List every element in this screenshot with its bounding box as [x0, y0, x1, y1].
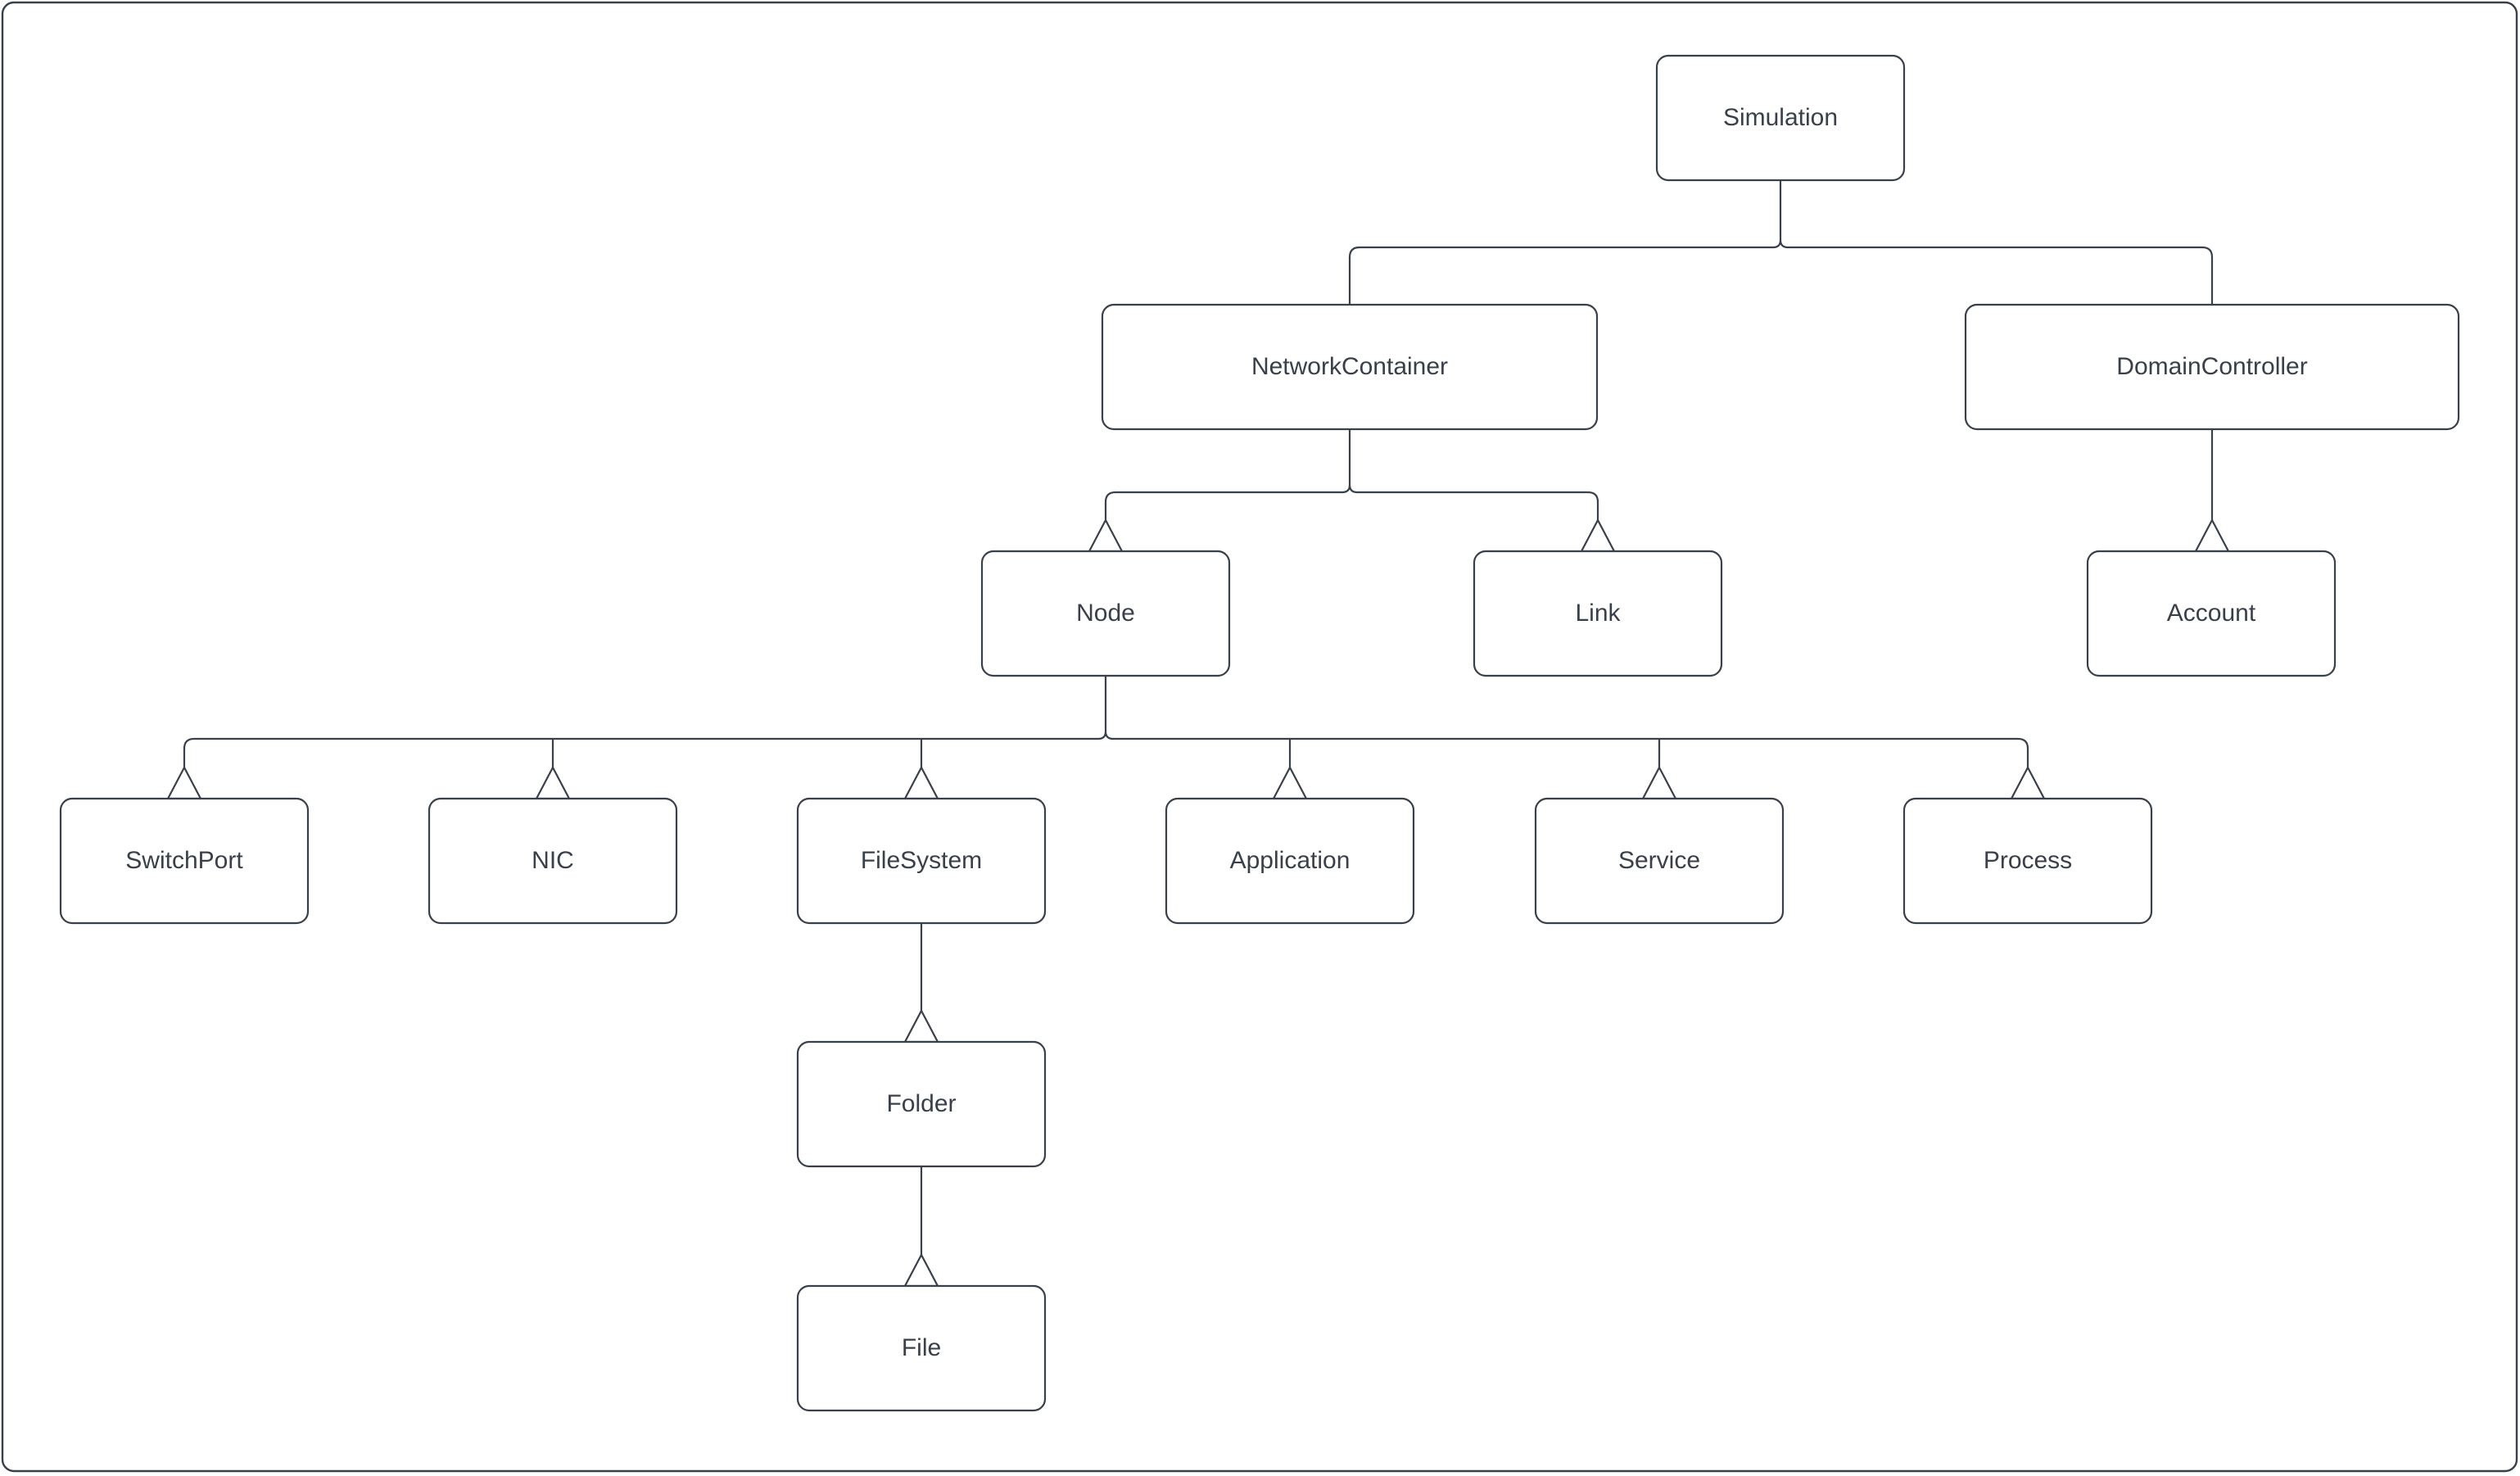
class-node-networkcontainer[interactable]: NetworkContainer — [1101, 303, 1599, 431]
class-node-label-account: Account — [2167, 600, 2256, 627]
class-node-service[interactable]: Service — [1534, 797, 1785, 925]
class-node-label-link: Link — [1575, 600, 1621, 627]
bus-node-line — [183, 730, 2029, 749]
class-node-box-folder[interactable] — [796, 1040, 1047, 1168]
class-node-box-filesystem[interactable] — [796, 797, 1047, 925]
class-node-switchport[interactable]: SwitchPort — [59, 797, 310, 925]
class-node-label-file: File — [902, 1334, 941, 1361]
class-node-folder[interactable]: Folder — [796, 1040, 1047, 1168]
bus-simulation-line — [1348, 238, 2214, 258]
class-node-file[interactable]: File — [796, 1284, 1047, 1412]
class-node-box-link[interactable] — [1473, 550, 1723, 677]
class-node-node[interactable]: Node — [980, 550, 1231, 677]
class-node-domaincontroller[interactable]: DomainController — [1964, 303, 2460, 431]
class-node-box-domaincontroller[interactable] — [1964, 303, 2460, 431]
bus-networkcontainer-line — [1104, 483, 1599, 503]
class-node-label-service: Service — [1618, 847, 1700, 874]
class-node-filesystem[interactable]: FileSystem — [796, 797, 1047, 925]
class-node-label-domaincontroller: DomainController — [2116, 353, 2307, 380]
class-node-box-service[interactable] — [1534, 797, 1785, 925]
class-node-application[interactable]: Application — [1165, 797, 1415, 925]
class-node-box-application[interactable] — [1165, 797, 1415, 925]
class-node-label-simulation: Simulation — [1723, 104, 1838, 131]
class-node-label-filesystem: FileSystem — [861, 847, 982, 874]
class-node-account[interactable]: Account — [2086, 550, 2337, 677]
class-node-label-networkcontainer: NetworkContainer — [1251, 353, 1448, 380]
class-node-box-networkcontainer[interactable] — [1101, 303, 1599, 431]
class-node-label-folder: Folder — [886, 1090, 956, 1117]
class-node-box-switchport[interactable] — [59, 797, 310, 925]
class-node-process[interactable]: Process — [1902, 797, 2153, 925]
class-node-label-application: Application — [1230, 847, 1350, 874]
class-node-label-switchport: SwitchPort — [125, 847, 243, 874]
class-node-box-account[interactable] — [2086, 550, 2337, 677]
class-node-box-file[interactable] — [796, 1284, 1047, 1412]
class-node-label-nic: NIC — [532, 847, 574, 874]
class-node-nic[interactable]: NIC — [428, 797, 678, 925]
class-node-box-simulation[interactable] — [1655, 54, 1906, 182]
class-node-link[interactable]: Link — [1473, 550, 1723, 677]
class-node-simulation[interactable]: Simulation — [1655, 54, 1906, 182]
class-node-label-process: Process — [1984, 847, 2072, 874]
class-node-box-node[interactable] — [980, 550, 1231, 677]
class-node-box-nic[interactable] — [428, 797, 678, 925]
class-node-label-node: Node — [1076, 600, 1135, 627]
class-node-box-process[interactable] — [1902, 797, 2153, 925]
edge-layer — [166, 180, 2230, 1288]
